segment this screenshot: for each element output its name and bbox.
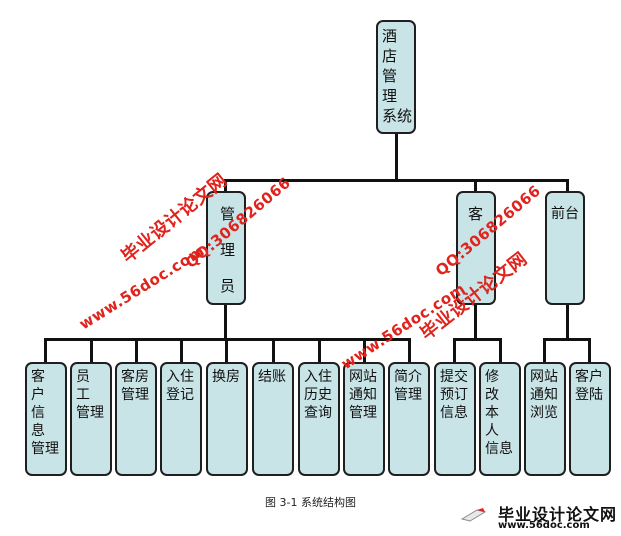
leaf-checkin: 入住 登记 [160, 362, 202, 476]
frontdesk-bus [543, 338, 591, 341]
leaf-drop [543, 338, 546, 362]
frontdesk-stem [566, 304, 569, 340]
figure-caption: 图 3-1 系统结构图 [265, 496, 356, 509]
leaf-drop [225, 338, 228, 362]
leaf-room-mgmt: 客房 管理 [115, 362, 157, 476]
leaf-drop [499, 338, 502, 362]
leaf-edit-profile: 修 改 本 人 信息 [479, 362, 521, 476]
root-node: 酒 店 管 理 系统 [376, 20, 416, 134]
leaf-drop [453, 338, 456, 362]
leaf-drop [272, 338, 275, 362]
leaf-intro-mgmt: 简介 管理 [388, 362, 430, 476]
customer-stem [474, 304, 477, 340]
admin-stem [224, 304, 227, 340]
leaf-drop [588, 338, 591, 362]
leaf-room-change: 换房 [206, 362, 248, 476]
level2-bus [224, 179, 569, 182]
root-stem [395, 133, 398, 181]
customer-bus [453, 338, 502, 341]
leaf-checkout: 结账 [252, 362, 294, 476]
logo-pen-icon [461, 508, 487, 522]
leaf-drop [180, 338, 183, 362]
leaf-drop [44, 338, 47, 362]
leaf-site-notice-browse: 网站 通知 浏览 [524, 362, 566, 476]
leaf-drop [363, 338, 366, 362]
leaf-drop [408, 338, 411, 362]
footer-logo-title: 毕业设计论文网 [498, 505, 618, 524]
admin-node: 管 理 员 [206, 191, 246, 305]
leaf-customer-login: 客户 登陆 [569, 362, 611, 476]
customer-node: 客 [456, 191, 496, 305]
customer-drop [474, 179, 477, 191]
frontdesk-node: 前台 [545, 191, 585, 305]
leaf-drop [90, 338, 93, 362]
leaf-staff-mgmt: 员 工 管理 [70, 362, 112, 476]
leaf-customer-info-mgmt: 客 户 信 息 管理 [25, 362, 67, 476]
leaf-submit-booking: 提交 预订 信息 [434, 362, 476, 476]
leaf-drop [318, 338, 321, 362]
admin-drop [224, 179, 227, 191]
leaf-checkin-history: 入住 历史 查询 [298, 362, 340, 476]
leaf-drop [135, 338, 138, 362]
footer-logo-url: www.56doc.com [498, 520, 590, 531]
leaf-site-notice-mgmt: 网站 通知 管理 [343, 362, 385, 476]
frontdesk-drop [566, 179, 569, 191]
